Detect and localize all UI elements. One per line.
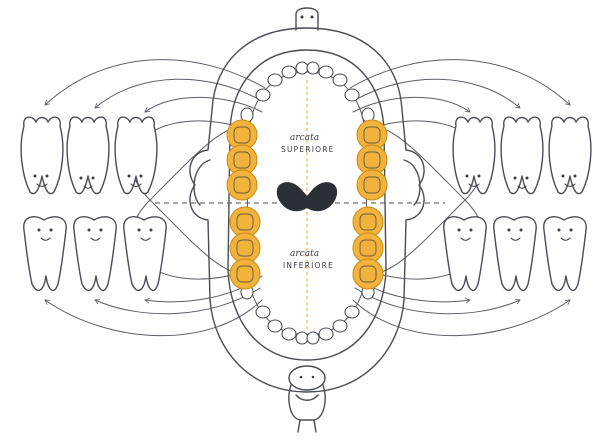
tongue-icon — [277, 182, 337, 211]
lower-left-molars — [230, 207, 260, 289]
top-figure-icon — [296, 8, 318, 30]
arrow-icon — [45, 60, 265, 105]
arrow-icon — [353, 300, 570, 336]
lower-molar-icon — [24, 217, 66, 291]
upper-molar-icon — [21, 117, 63, 194]
upper-arch-subtitle: SUPERIORE — [281, 145, 335, 154]
lower-molar-icon — [494, 217, 536, 291]
arrow-icon — [355, 288, 520, 314]
upper-molar-icon — [67, 117, 109, 194]
lower-arch-title: arcata — [290, 249, 319, 259]
arrows-left — [45, 60, 265, 336]
left-lower-teeth — [24, 217, 166, 291]
upper-right-molars — [357, 120, 387, 200]
upper-left-molars — [227, 120, 257, 200]
character-icon — [289, 366, 325, 432]
arrow-icon — [95, 79, 260, 108]
upper-arch-title: arcata — [290, 133, 319, 143]
upper-molar-icon — [453, 117, 495, 194]
lower-arch-subtitle: INFERIORE — [283, 261, 334, 270]
lower-right-molars — [353, 207, 383, 289]
arrow-icon — [45, 300, 262, 336]
lower-molar-icon — [544, 217, 586, 291]
right-lower-teeth — [444, 217, 586, 291]
lower-molar-icon — [74, 217, 116, 291]
right-upper-teeth — [453, 117, 591, 194]
upper-molar-icon — [549, 117, 591, 194]
upper-molar-icon — [501, 117, 543, 194]
arrow-icon — [350, 60, 570, 105]
lower-molar-icon — [124, 217, 166, 291]
lower-molar-icon — [444, 217, 486, 291]
